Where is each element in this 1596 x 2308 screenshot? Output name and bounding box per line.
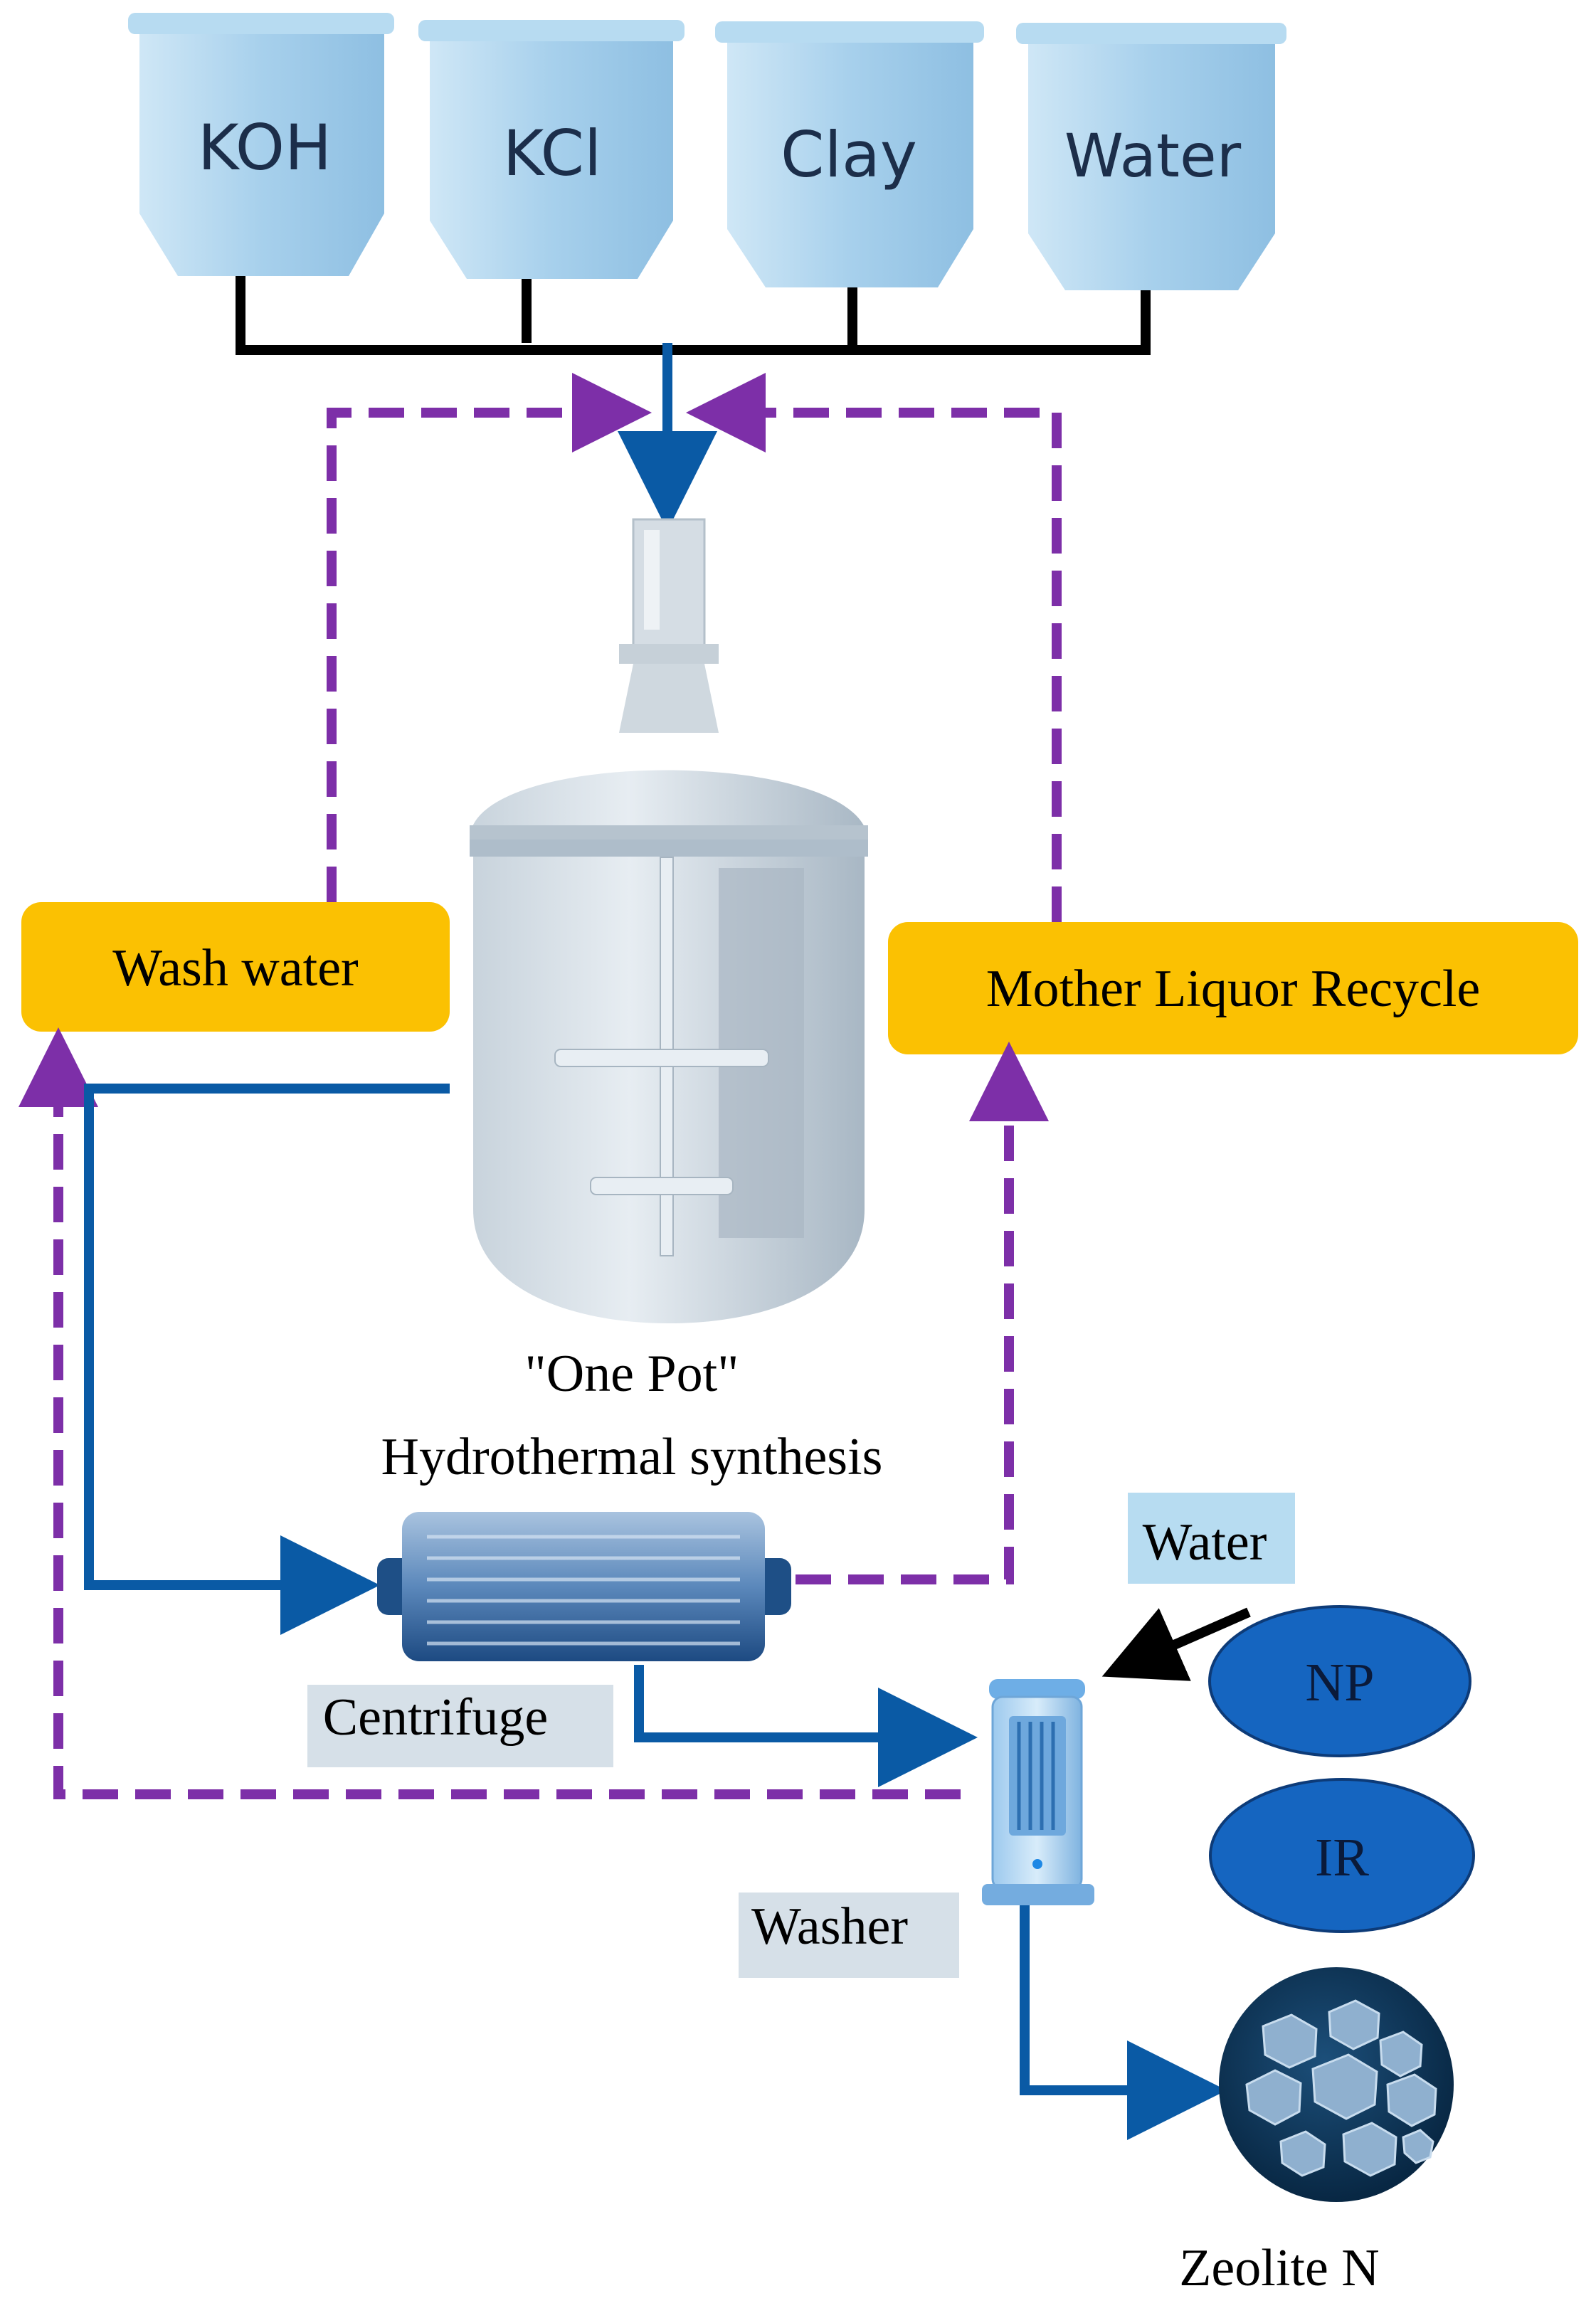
centrifuge-label: Centrifuge — [323, 1688, 548, 1747]
washer-label-bg — [739, 1893, 959, 1978]
tank-clay-label: Clay — [781, 118, 917, 191]
zeolite-n-label: Zeolite N — [1179, 2239, 1380, 2297]
tank-water-label: Water — [1064, 121, 1242, 191]
tank-clay: Clay — [715, 21, 984, 287]
reactor-vessel — [470, 518, 868, 1323]
tank-koh-label: KOH — [198, 111, 332, 184]
tank-kcl: KCl — [418, 20, 685, 279]
tank-kcl-label: KCl — [503, 117, 602, 190]
mother-liquor-box: Mother Liquor Recycle — [888, 922, 1578, 1054]
method-ir-label: IR — [1315, 1828, 1369, 1888]
tank-koh: KOH — [128, 13, 394, 276]
reactor-label-line1: "One Pot" — [525, 1345, 739, 1403]
centrifuge — [377, 1512, 791, 1661]
washer — [982, 1679, 1094, 1905]
feed-manifold — [236, 276, 1151, 355]
washer-label: Washer — [751, 1897, 908, 1956]
mother-liquor-label: Mother Liquor Recycle — [986, 960, 1481, 1018]
method-ir: IR — [1209, 1778, 1475, 1933]
centrifuge-label-bg — [307, 1685, 613, 1767]
water-input-label-bg — [1128, 1493, 1295, 1584]
method-np: NP — [1208, 1605, 1471, 1757]
recycle-lines — [19, 373, 1062, 1799]
water-input-label: Water — [1143, 1513, 1267, 1572]
water-input-arrow — [1101, 1607, 1251, 1681]
reactor-label-line2: Hydrothermal synthesis — [381, 1428, 883, 1486]
process-flow-lines — [84, 1084, 1227, 2140]
zeolite-n-particles — [1219, 1967, 1454, 2202]
wash-water-label: Wash water — [112, 939, 358, 997]
method-np-label: NP — [1305, 1653, 1374, 1713]
wash-water-box: Wash water — [21, 902, 450, 1032]
tank-water: Water — [1016, 23, 1286, 290]
